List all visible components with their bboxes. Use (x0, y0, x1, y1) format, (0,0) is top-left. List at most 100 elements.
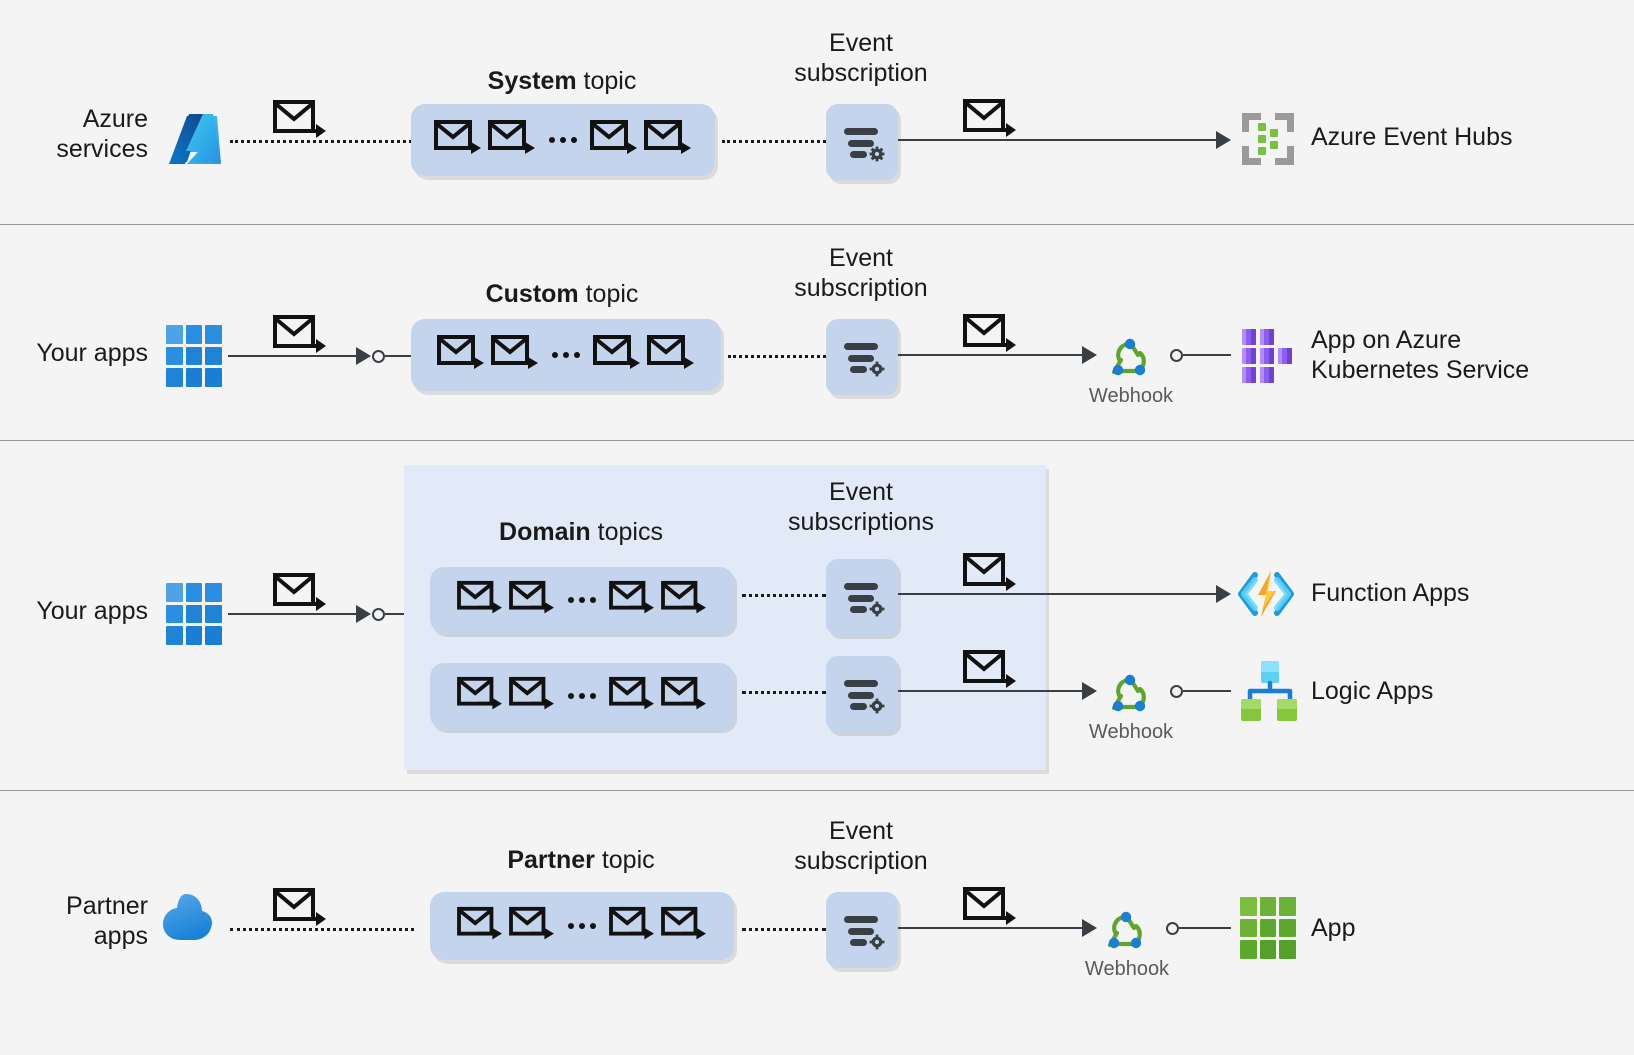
webhook-to-handler-connector (1183, 690, 1231, 692)
envelope-icon (661, 906, 706, 940)
endpoint-to-topic-connector (385, 355, 413, 357)
arrowhead-icon (1082, 346, 1097, 364)
envelope-event-icon (963, 887, 1016, 925)
envelope-icon (609, 580, 654, 614)
envelope-icon (457, 906, 502, 940)
row-divider-2 (0, 440, 1634, 441)
envelope-event-icon (963, 314, 1016, 352)
domain-topic-pill[interactable] (430, 567, 734, 633)
ellipsis-icon (549, 137, 577, 143)
handler-label: App (1311, 914, 1356, 942)
partner-topic-pill[interactable] (430, 892, 734, 960)
domain-topic-to-subscription-connector (742, 594, 826, 597)
envelope-icon (593, 335, 640, 369)
your-apps-grid-icon (166, 325, 222, 387)
topic-to-subscription-connector (742, 928, 826, 931)
arrowhead-icon (1082, 919, 1097, 937)
envelope-icon (457, 580, 502, 614)
webhook-label: Webhook (1084, 958, 1170, 980)
subscription-to-webhook-connector (898, 690, 1086, 692)
topic-title: Partner topic (507, 845, 654, 875)
envelope-icon (661, 676, 706, 710)
your-apps-grid-icon (166, 583, 222, 645)
envelope-icon (609, 676, 654, 710)
source-to-topic-connector (230, 140, 412, 143)
source-to-topic-connector (230, 928, 414, 931)
source-label: Your apps (36, 597, 148, 625)
domain-topic-pill[interactable] (430, 663, 734, 729)
system-topic-row: Azure services (0, 0, 1634, 224)
topic-title-bold: Partner (507, 846, 595, 874)
envelope-icon (457, 676, 502, 710)
system-topic-pill[interactable] (411, 104, 715, 176)
subscription-to-webhook-connector (898, 927, 1086, 929)
aks-icon (1242, 329, 1292, 383)
subscription-to-handler-connector (898, 139, 1220, 141)
domain-topic-to-subscription-connector (742, 691, 826, 694)
endpoint-circle-icon (372, 350, 385, 363)
app-grid-green-icon (1240, 897, 1296, 959)
subscription-to-webhook-connector (898, 354, 1086, 356)
handler-label: Logic Apps (1311, 677, 1434, 705)
custom-topic-pill[interactable] (411, 319, 721, 391)
envelope-icon (509, 676, 554, 710)
row-divider-3 (0, 790, 1634, 791)
endpoint-circle-icon (1170, 349, 1183, 362)
source-to-domain-connector (228, 613, 360, 615)
event-subscription-label: Event subscription (794, 817, 928, 875)
envelope-event-icon (273, 100, 326, 138)
topic-title-bold: Custom (485, 280, 579, 308)
event-subscription-filter-box[interactable] (826, 559, 898, 635)
endpoint-circle-icon (1166, 922, 1179, 935)
event-subscription-filter-icon (844, 343, 885, 377)
envelope-icon (488, 120, 535, 154)
arrowhead-icon (356, 605, 371, 623)
custom-topic-row: Your apps Custom topic (0, 225, 1634, 440)
event-subscription-filter-box[interactable] (826, 892, 898, 968)
function-apps-icon (1238, 571, 1294, 617)
source-label: Your apps (36, 339, 148, 367)
envelope-event-icon (963, 553, 1016, 591)
topic-title-rest: topic (576, 67, 637, 95)
topic-to-subscription-connector (728, 355, 826, 358)
webhook-icon (1111, 338, 1146, 376)
envelope-event-icon (273, 888, 326, 926)
webhook-icon (1107, 911, 1142, 949)
ellipsis-icon (568, 923, 596, 929)
azure-logo-icon (169, 114, 221, 164)
topic-title: System topic (488, 66, 637, 96)
envelope-icon (437, 335, 484, 369)
event-subscription-filter-box[interactable] (826, 319, 898, 395)
subscription-to-function-apps-connector (898, 593, 1220, 595)
domain-topics-title: Domain topics (499, 517, 663, 547)
envelope-icon (509, 580, 554, 614)
ellipsis-icon (552, 352, 580, 358)
source-to-topic-connector (228, 355, 360, 357)
envelope-icon (661, 580, 706, 614)
event-subscription-label: Event subscription (794, 29, 928, 87)
endpoint-circle-icon (1170, 685, 1183, 698)
envelope-icon (647, 335, 694, 369)
domain-topics-title-rest: topics (590, 518, 663, 546)
event-subscription-filter-box[interactable] (826, 656, 898, 732)
envelope-event-icon (273, 315, 326, 353)
topic-title-rest: topic (594, 846, 655, 874)
event-subscription-filter-icon (844, 680, 885, 714)
source-label: Azure services (56, 105, 148, 163)
arrowhead-icon (1216, 585, 1231, 603)
topic-title: Custom topic (486, 279, 639, 309)
event-subscription-filter-icon (844, 128, 885, 162)
ellipsis-icon (568, 597, 596, 603)
event-subscription-label: Event subscription (794, 244, 928, 302)
topic-to-subscription-connector (722, 140, 826, 143)
partner-topic-row: Partner apps Partner topic (0, 791, 1634, 1055)
event-subscription-filter-box[interactable] (826, 104, 898, 180)
topic-title-bold: System (487, 67, 577, 95)
handler-label: Function Apps (1311, 579, 1470, 607)
webhook-to-handler-connector (1179, 927, 1231, 929)
envelope-icon (434, 120, 481, 154)
envelope-icon (509, 906, 554, 940)
webhook-label: Webhook (1088, 721, 1174, 743)
webhook-label: Webhook (1088, 385, 1174, 407)
